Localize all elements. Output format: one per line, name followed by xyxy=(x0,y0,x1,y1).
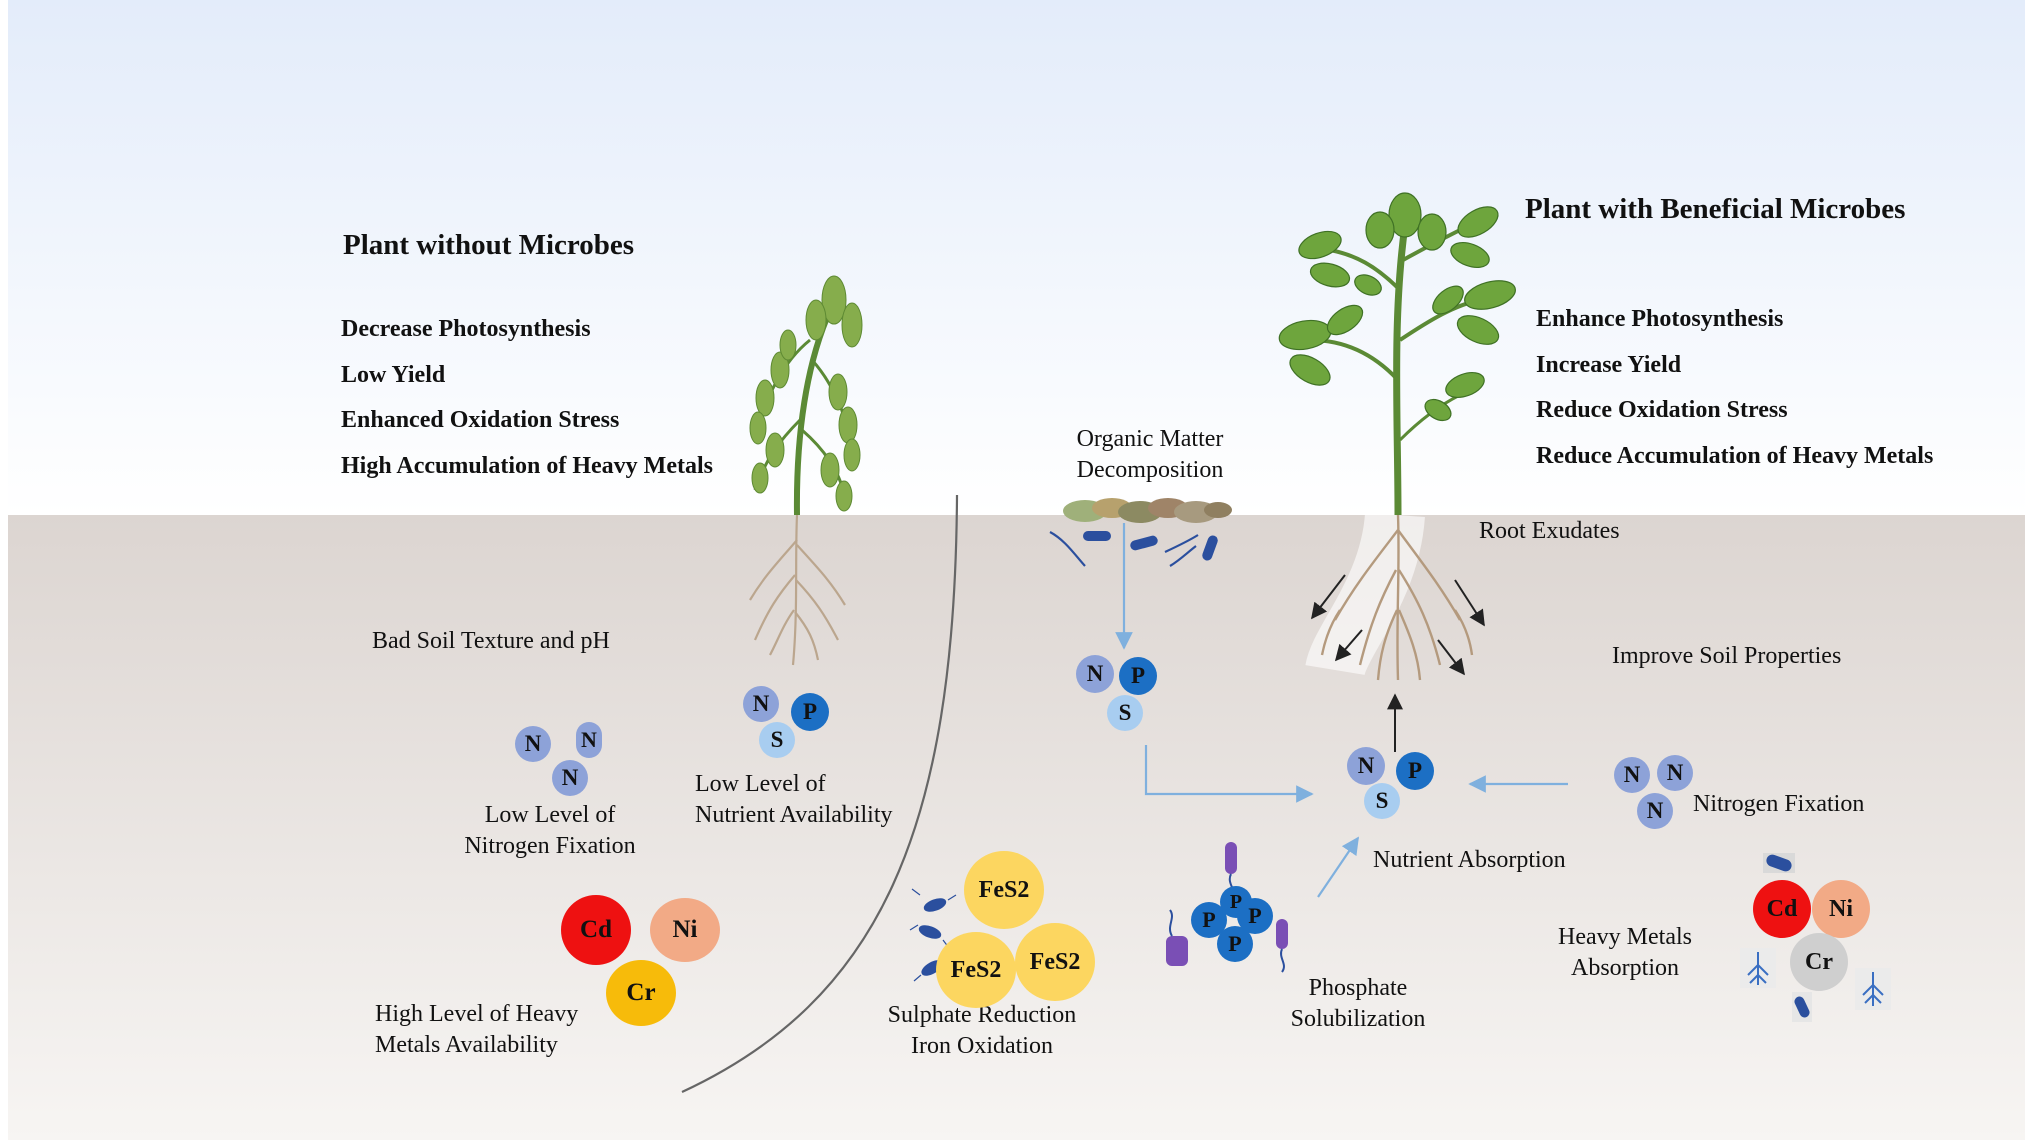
heavy-metals-absorption-label: Heavy Metals Absorption xyxy=(1558,924,1692,981)
right-effect: Reduce Accumulation of Heavy Metals xyxy=(1536,442,1934,469)
soil xyxy=(8,515,2025,1140)
root-exudates-label: Root Exudates xyxy=(1479,518,1620,544)
nickel-atom: Ni xyxy=(1812,880,1870,938)
nitrogen-atom: N xyxy=(1347,747,1385,785)
divider-curve xyxy=(681,494,959,1093)
nitrogen-atom: N xyxy=(552,760,588,796)
left-effect: Enhanced Oxidation Stress xyxy=(341,407,620,433)
nitrogen-atom: N xyxy=(1637,793,1673,829)
left-effects-list: Decrease Photosynthesis Low Yield Enhanc… xyxy=(341,307,713,489)
improve-soil-label: Improve Soil Properties xyxy=(1612,643,1842,669)
cadmium-atom: Cd xyxy=(561,895,631,965)
phosphorus-atom: P xyxy=(791,693,829,731)
sulphate-label: Sulphate Reduction Iron Oxidation xyxy=(887,1002,1077,1059)
cadmium-atom: Cd xyxy=(1753,880,1811,938)
nitrogen-atom: N xyxy=(1657,755,1693,791)
sky xyxy=(8,0,2025,515)
left-effect: High Accumulation of Heavy Metals xyxy=(341,452,713,479)
phosphate-microbes-icon xyxy=(1166,842,1288,973)
phosphorus-atom: P xyxy=(1396,752,1434,790)
right-effects-list: Enhance Photosynthesis Increase Yield Re… xyxy=(1536,297,1933,479)
sulphur-atom: S xyxy=(1107,695,1143,731)
left-effect: Decrease Photosynthesis xyxy=(341,316,591,342)
phosphorus-atom: P xyxy=(1217,926,1253,962)
fes2-compound: FeS2 xyxy=(1015,923,1095,1001)
left-effect: Low Yield xyxy=(341,361,446,388)
fes2-compound: FeS2 xyxy=(964,851,1044,929)
right-effect: Reduce Oxidation Stress xyxy=(1536,397,1788,423)
nitrogen-fixation-label: Nitrogen Fixation xyxy=(1693,791,1865,817)
phosphorus-atom: P xyxy=(1119,657,1157,695)
sulphur-atom: S xyxy=(1364,783,1400,819)
nitrogen-atom: N xyxy=(743,686,779,722)
low-nutrient-label: Low Level of Nutrient Availability xyxy=(695,771,893,828)
root-exudate-arrows xyxy=(1311,574,1485,752)
nutrient-absorption-label: Nutrient Absorption xyxy=(1373,847,1566,873)
wilted-plant-icon xyxy=(749,275,863,666)
fes2-compound: FeS2 xyxy=(936,932,1016,1008)
soil-texture-label: Bad Soil Texture and pH xyxy=(372,628,610,654)
right-title: Plant with Beneficial Microbes xyxy=(1525,193,1906,225)
organic-matter-icon xyxy=(1049,498,1232,567)
sulphur-microbes-icon xyxy=(909,888,957,982)
chromium-atom: Cr xyxy=(1790,933,1848,991)
low-nitrogen-label: Low Level of Nitrogen Fixation xyxy=(464,802,636,859)
metal-microbes-icon xyxy=(1740,853,1891,1022)
nitrogen-atom: N xyxy=(515,726,551,762)
phosphate-label: Phosphate Solubilization xyxy=(1290,975,1426,1032)
nutrient-flow-arrows xyxy=(1115,523,1568,898)
nickel-atom: Ni xyxy=(650,898,720,962)
right-effect: Enhance Photosynthesis xyxy=(1536,306,1784,332)
nitrogen-atom: N xyxy=(1614,757,1650,793)
high-heavy-metals-label: High Level of Heavy Metals Availability xyxy=(375,1001,579,1058)
sulphur-atom: S xyxy=(759,722,795,758)
right-effect: Increase Yield xyxy=(1536,351,1682,378)
nitrogen-atom: N xyxy=(576,722,602,758)
chromium-atom: Cr xyxy=(606,960,676,1026)
organic-matter-label: Organic Matter Decomposition xyxy=(1076,426,1224,483)
left-title: Plant without Microbes xyxy=(343,229,635,261)
nitrogen-atom: N xyxy=(1076,655,1114,693)
